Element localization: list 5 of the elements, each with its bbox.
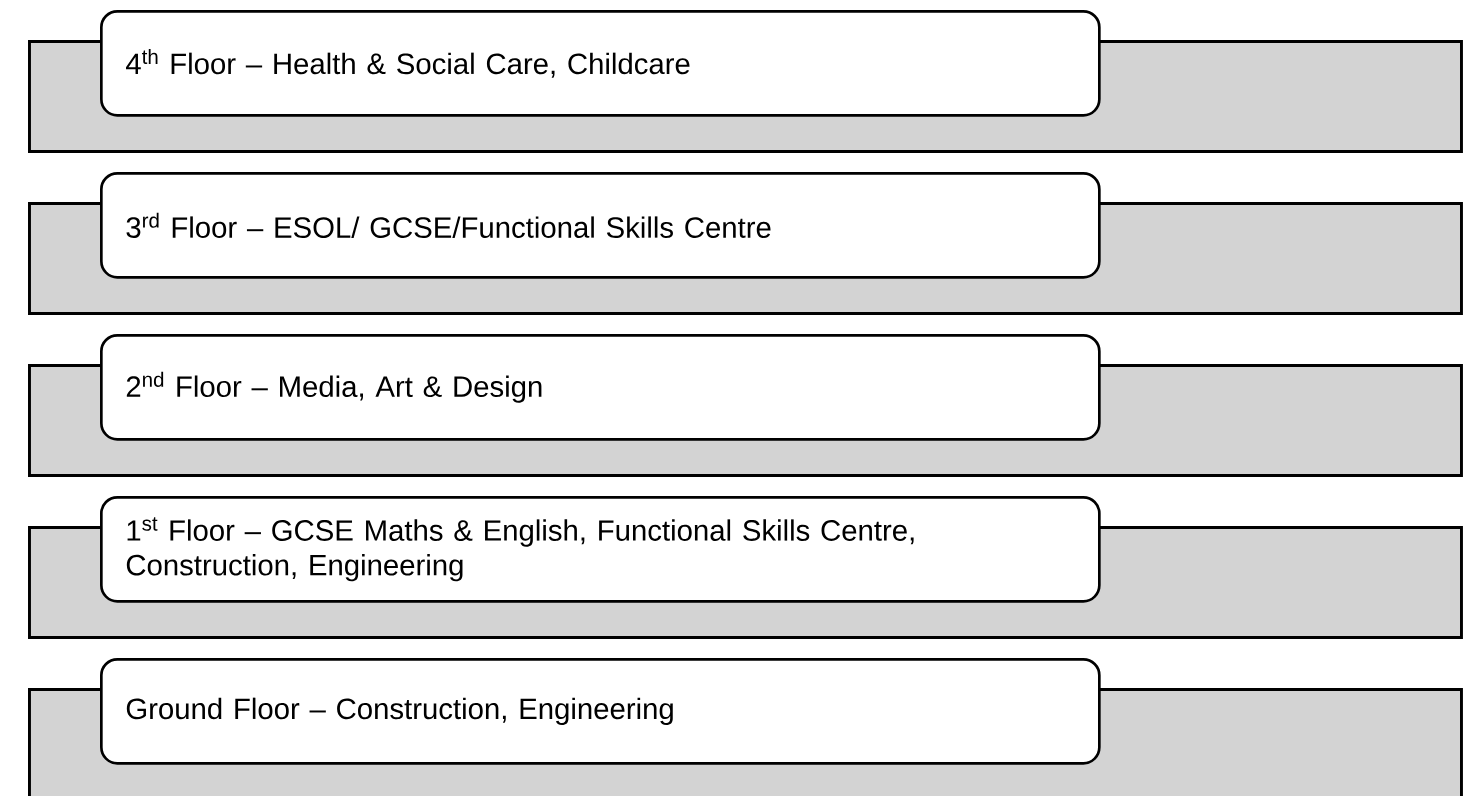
floor-label-box: 1$^{st}$ Floor – GCSE Maths & English, Functional Skills Centre, Construction, Engineering	[100, 496, 1101, 603]
floor-label-box: 4$^{th}$ Floor – Health & Social Care, Childcare	[100, 10, 1101, 117]
floor-label-box: 2$^{nd}$ Floor – Media, Art & Design	[100, 334, 1101, 441]
floor-label-box: Ground Floor – Construction, Engineering	[100, 658, 1101, 765]
floor-label-box: 3$^{rd}$ Floor – ESOL/ GCSE/Functional Skills Centre	[100, 172, 1101, 279]
